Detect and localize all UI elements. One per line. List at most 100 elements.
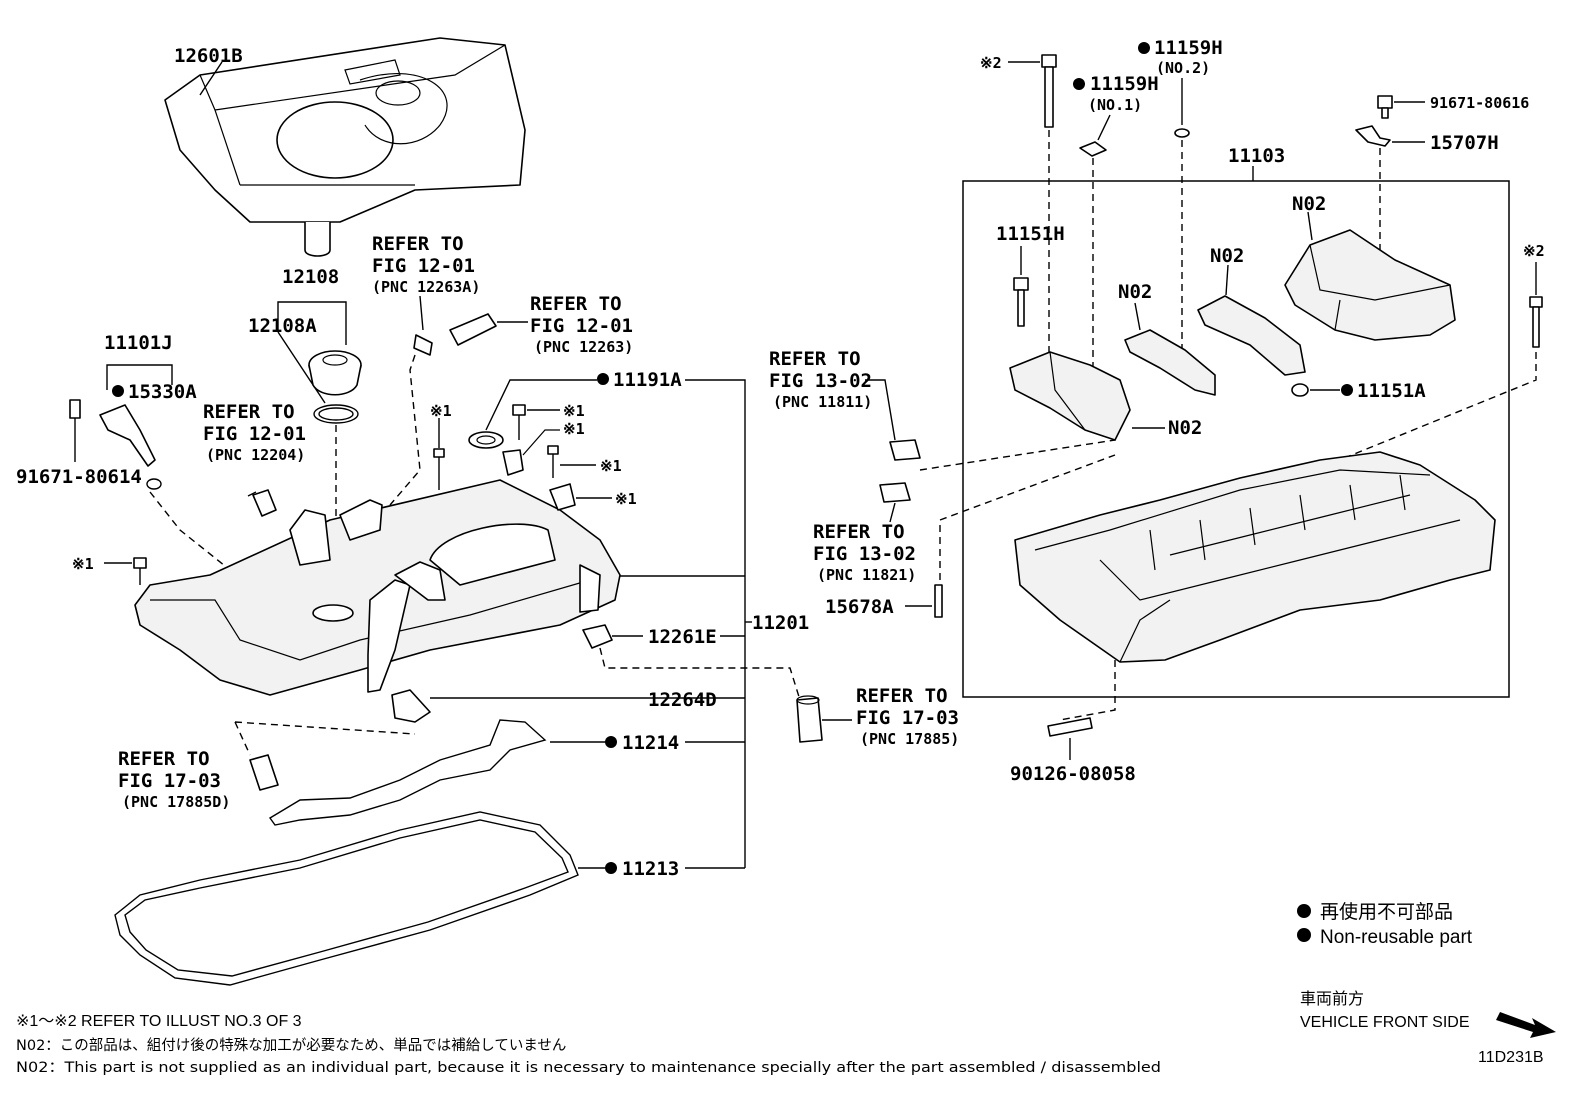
svg-text:REFER TO: REFER TO <box>856 685 948 707</box>
svg-text:FIG 17-03: FIG 17-03 <box>118 770 221 792</box>
label-15678A[interactable]: 15678A <box>825 596 894 618</box>
bolt-x1-c <box>547 445 596 478</box>
bracket-15707H <box>1355 125 1425 255</box>
label-n02-c[interactable]: N02 <box>1210 245 1244 267</box>
oil-filler-cap <box>277 301 362 610</box>
label-n02-b[interactable]: N02 <box>1118 281 1152 303</box>
mark-x2-b: ※2 <box>1523 242 1545 260</box>
label-91671-80616[interactable]: 91671-80616 <box>1430 94 1529 112</box>
camshaft-housing-body <box>1014 451 1496 721</box>
svg-text:(PNC 17885): (PNC 17885) <box>860 730 959 748</box>
label-12108[interactable]: 12108 <box>282 266 339 288</box>
label-11151A[interactable]: 11151A <box>1357 380 1426 402</box>
hose-12263 <box>449 313 528 346</box>
note-line-3: N02：This part is not supplied as an indi… <box>16 1060 1161 1076</box>
label-12601B[interactable]: 12601B <box>174 45 243 67</box>
svg-text:(PNC 12204): (PNC 12204) <box>206 446 305 464</box>
pipe-17885D <box>249 754 279 791</box>
svg-text:(PNC 17885D): (PNC 17885D) <box>122 793 230 811</box>
svg-text:FIG 17-03: FIG 17-03 <box>856 707 959 729</box>
bolt-91671-80616 <box>1377 95 1425 119</box>
stud-90126-08058 <box>1047 717 1093 760</box>
label-15330A[interactable]: 15330A <box>128 381 197 403</box>
cylinder-head-cover-11201 <box>134 479 745 723</box>
svg-text:REFER TO: REFER TO <box>203 401 295 423</box>
ignition-coil <box>69 364 256 591</box>
label-90126-08058[interactable]: 90126-08058 <box>1010 763 1136 785</box>
bolt-x1-a <box>433 418 445 490</box>
label-12261E[interactable]: 12261E <box>648 626 717 648</box>
pipe-17885 <box>796 695 852 743</box>
washer-11159H-no2 <box>1138 42 1190 355</box>
label-11159H-no2[interactable]: 11159H <box>1154 37 1223 59</box>
refer-17885D[interactable]: REFER TO FIG 17-03 (PNC 17885D) <box>118 748 230 811</box>
svg-text:FIG 13-02: FIG 13-02 <box>813 543 916 565</box>
label-n02-a[interactable]: N02 <box>1168 417 1202 439</box>
svg-text:FIG 12-01: FIG 12-01 <box>203 423 306 445</box>
connector-12261E <box>582 624 801 701</box>
note-line-2: N02：この部品は、組付け後の特殊な加工が必要なため、単品では補給していません <box>16 1037 566 1054</box>
cam-cap-n02-c <box>1197 264 1306 376</box>
label-11101J[interactable]: 11101J <box>104 332 173 354</box>
mark-x1-b: ※1 <box>563 402 585 420</box>
refer-17885[interactable]: REFER TO FIG 17-03 (PNC 17885) <box>856 685 959 748</box>
label-11214[interactable]: 11214 <box>622 732 679 754</box>
label-11151H[interactable]: 11151H <box>996 223 1065 245</box>
label-11201[interactable]: 11201 <box>752 612 809 634</box>
sensor-cam-b <box>549 483 612 511</box>
bullet-icon <box>1297 904 1311 918</box>
label-11191A[interactable]: 11191A <box>613 369 682 391</box>
plate-11159H-no1 <box>1073 78 1111 370</box>
label-15707H[interactable]: 15707H <box>1430 132 1499 154</box>
label-n02-d[interactable]: N02 <box>1292 193 1326 215</box>
refer-12204[interactable]: REFER TO FIG 12-01 (PNC 12204) <box>203 401 306 464</box>
legend-en: Non-reusable part <box>1320 927 1473 948</box>
pin-15678A <box>905 454 1116 618</box>
svg-text:(PNC 11821): (PNC 11821) <box>817 566 916 584</box>
sensor-12204 <box>247 489 277 517</box>
housing-box-11103 <box>962 166 1510 698</box>
bearing-11821 <box>879 482 911 523</box>
label-12108A[interactable]: 12108A <box>248 315 317 337</box>
label-11213[interactable]: 11213 <box>622 858 679 880</box>
legend: 再使用不可部品 Non-reusable part <box>1297 901 1473 948</box>
legend-jp: 再使用不可部品 <box>1320 901 1453 923</box>
bolt-x1-b <box>512 404 560 440</box>
mark-x1-a: ※1 <box>430 402 452 420</box>
mark-x1-e: ※1 <box>615 490 637 508</box>
refer-12263[interactable]: REFER TO FIG 12-01 (PNC 12263) <box>530 293 633 356</box>
svg-text:FIG 12-01: FIG 12-01 <box>530 315 633 337</box>
label-11103[interactable]: 11103 <box>1228 145 1285 167</box>
label-12264D[interactable]: 12264D <box>648 689 717 711</box>
cam-cap-n02-b <box>1124 302 1216 396</box>
label-11159H-no1[interactable]: 11159H <box>1090 73 1159 95</box>
front-en: VEHICLE FRONT SIDE <box>1300 1014 1470 1031</box>
refer-11821[interactable]: REFER TO FIG 13-02 (PNC 11821) <box>813 521 916 584</box>
refer-11811[interactable]: REFER TO FIG 13-02 (PNC 11811) <box>769 348 872 411</box>
note-line-1: ※1～※2 REFER TO ILLUST NO.3 OF 3 <box>16 1013 302 1030</box>
plug-11151A <box>1291 383 1353 397</box>
gasket-11214 <box>268 719 745 826</box>
bolt-x2-top <box>1008 54 1057 355</box>
cam-cap-n02-d <box>1284 211 1456 341</box>
vehicle-front: 車両前方 VEHICLE FRONT SIDE <box>1300 990 1556 1038</box>
gasket-11213 <box>114 811 745 986</box>
sensor-cam-a <box>502 429 560 476</box>
mark-x2-a: ※2 <box>980 54 1002 72</box>
front-arrow-icon <box>1496 1012 1556 1038</box>
label-11159H-no1-sub: (NO.1) <box>1088 96 1142 114</box>
label-11159H-no2-sub: (NO.2) <box>1156 59 1210 77</box>
svg-text:REFER TO: REFER TO <box>372 233 464 255</box>
engine-cover-12601B <box>164 37 526 257</box>
refer-12263A[interactable]: REFER TO FIG 12-01 (PNC 12263A) <box>372 233 480 296</box>
hose-clip-12263A <box>389 295 433 506</box>
svg-text:REFER TO: REFER TO <box>530 293 622 315</box>
bolt-11151H <box>1013 246 1029 327</box>
footnotes: ※1～※2 REFER TO ILLUST NO.3 OF 3 N02：この部品… <box>16 1013 1161 1076</box>
svg-text:REFER TO: REFER TO <box>813 521 905 543</box>
svg-text:REFER TO: REFER TO <box>118 748 210 770</box>
label-91671-80614[interactable]: 91671-80614 <box>16 466 142 488</box>
mark-x1-f: ※1 <box>72 555 94 573</box>
